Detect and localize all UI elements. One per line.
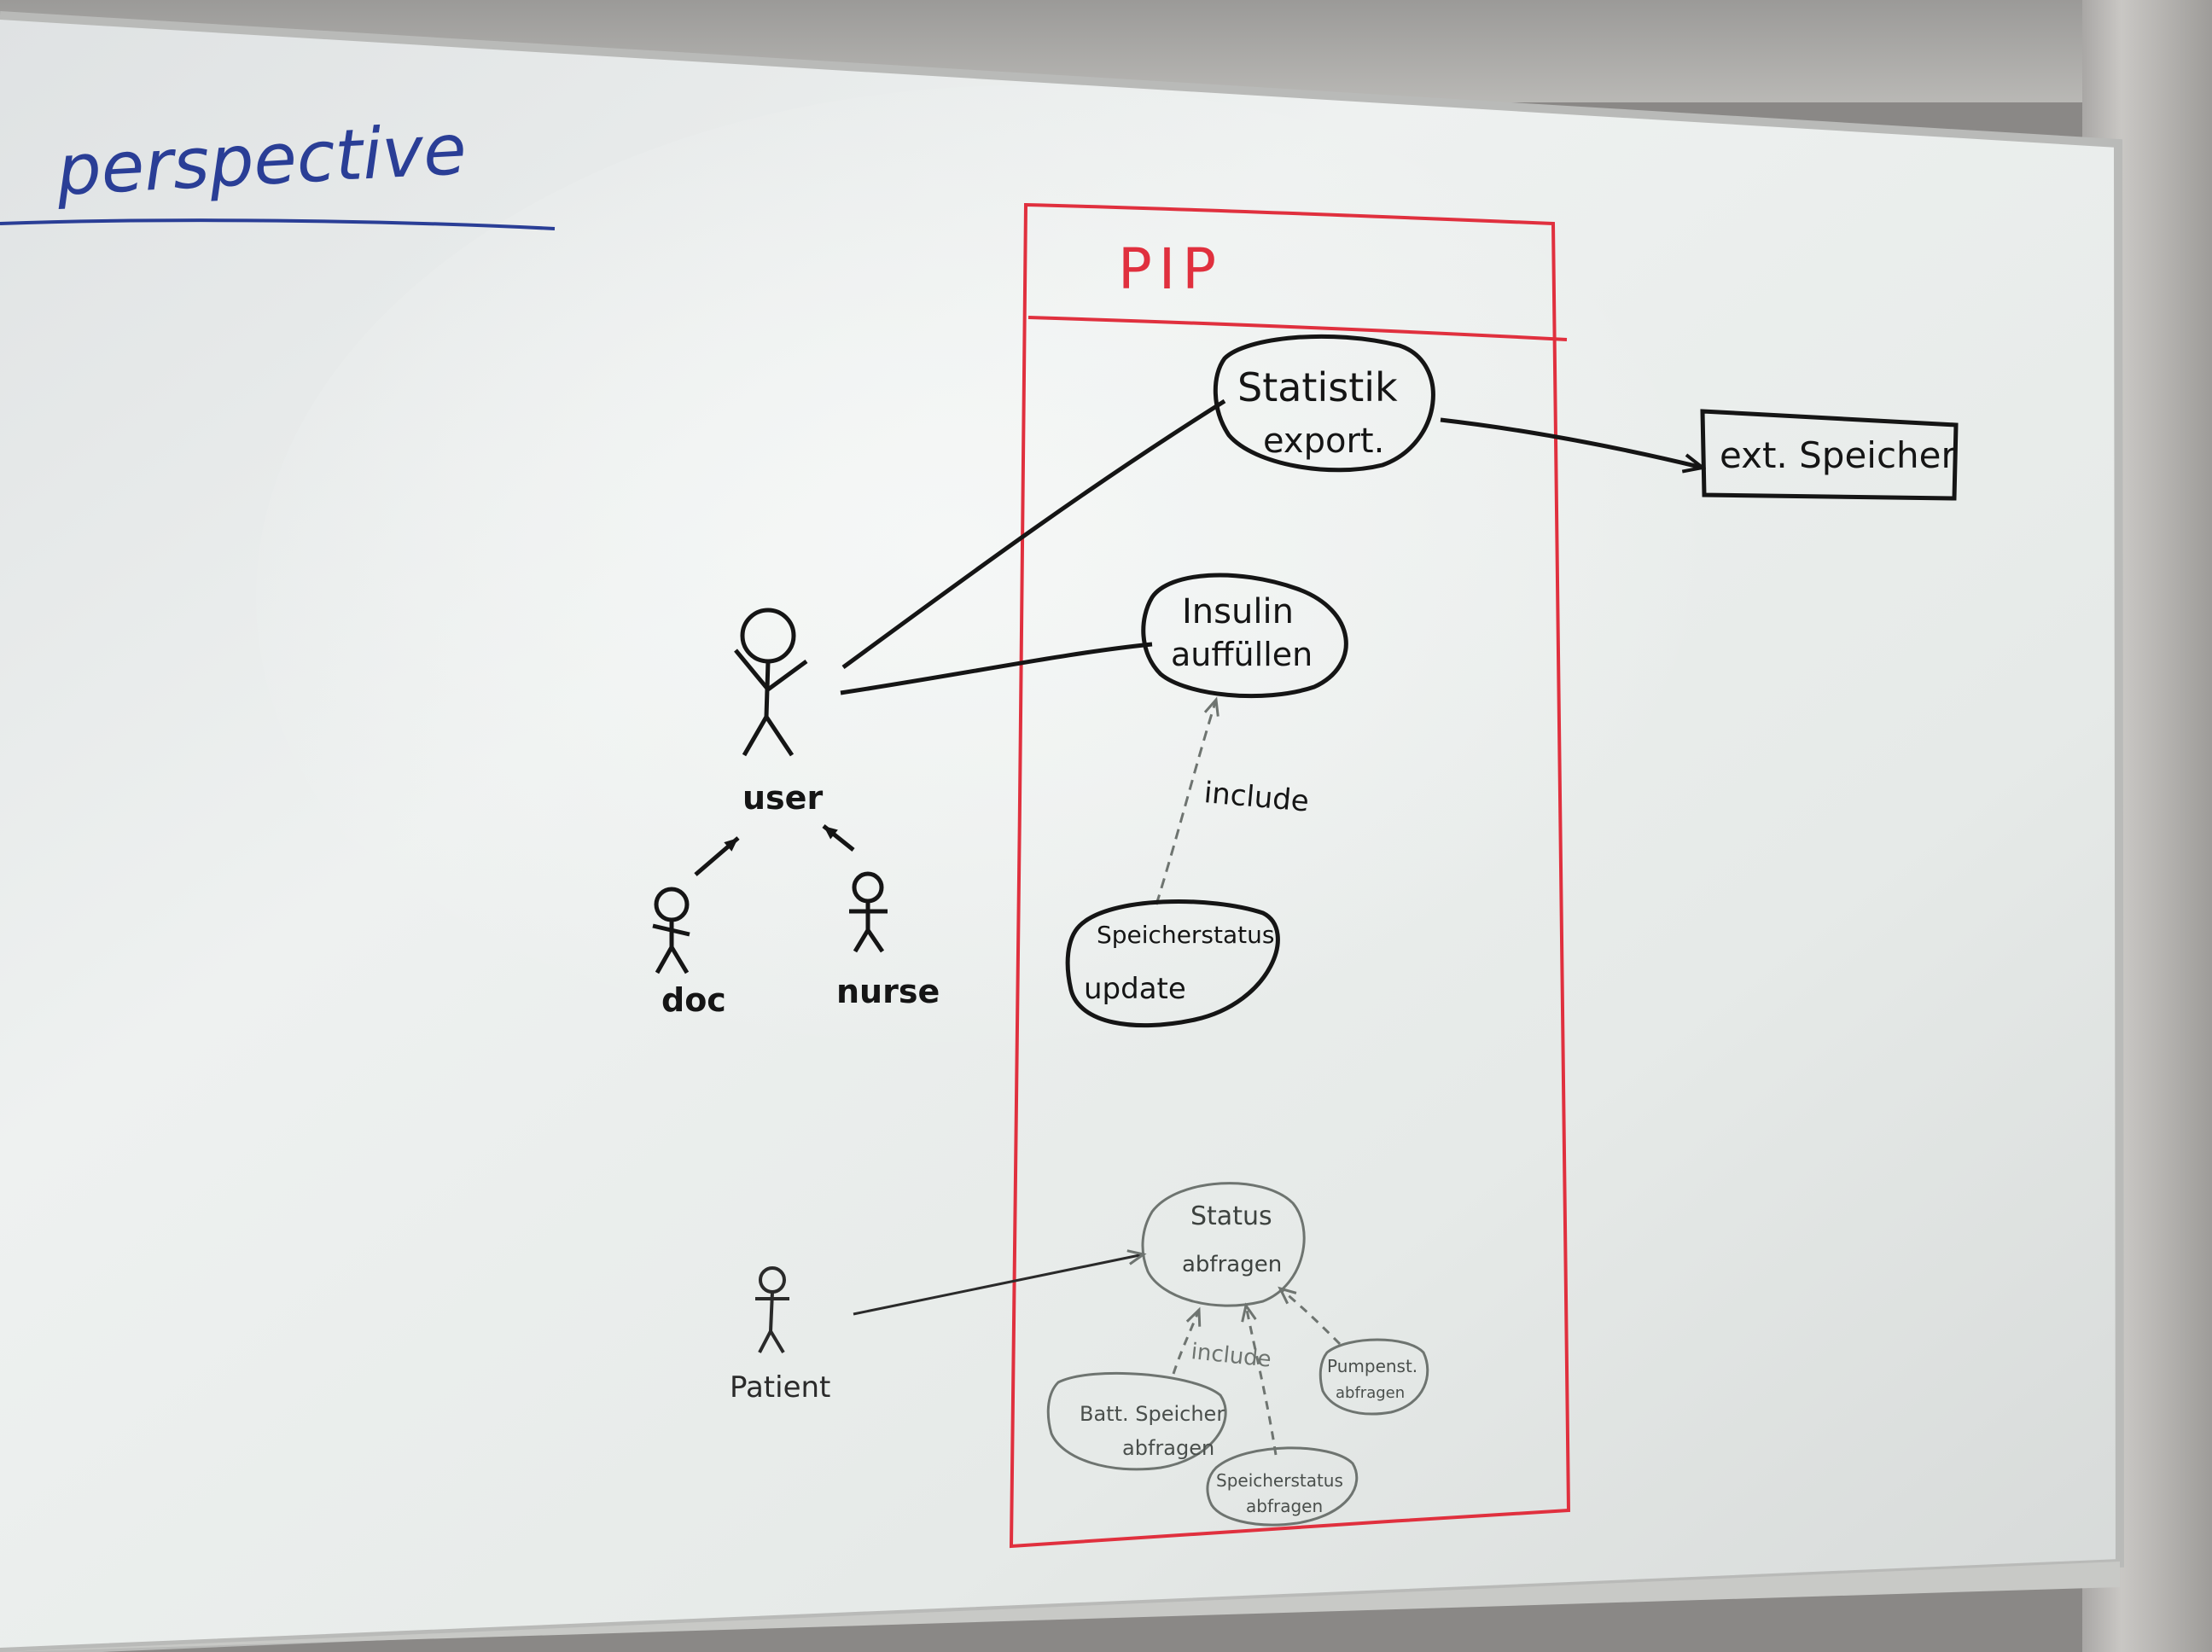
generalization-doc-user [694,836,740,876]
usecase-batt-line2: abfragen [1122,1436,1214,1460]
include-batt-status [1172,1306,1202,1375]
whiteboard-tray [0,1562,2120,1652]
usecase-status-abfragen: Status abfragen [1141,1182,1306,1307]
actor-user [734,608,808,757]
usecase-insulin-auffuellen: Insulin auffüllen [1141,573,1348,699]
usecase-statistik-line1: Statistik [1237,364,1398,410]
actor-user-arm-left [734,649,770,691]
generalization-nurse-user [822,824,855,852]
actor-nurse-label: nurse [836,973,940,1010]
association-user-insulin [840,642,1153,695]
association-statistik-ext-speicher [1440,417,1703,468]
actor-patient-label: Patient [730,1370,830,1405]
usecase-batt-line1: Batt. Speicher [1080,1402,1225,1426]
actor-user-leg-left [742,715,769,757]
usecase-speicherstatus-update: Speicherstatus update [1065,899,1280,1028]
usecase-statistik-export: Statistik export. [1213,334,1435,473]
actor-user-arm-right [766,659,808,692]
usecase-speicherstatus-abfragen-line2: abfragen [1246,1496,1323,1516]
usecase-status-line2: abfragen [1182,1252,1282,1277]
actor-patient [755,1266,789,1354]
actor-doc [652,887,690,974]
usecase-speicherstatus-abfragen: Speicherstatus abfragen [1206,1446,1359,1527]
include-speicherstatus-insulin [1155,696,1220,905]
usecase-insulin-line1: Insulin [1182,592,1294,631]
actor-nurse [849,871,888,953]
usecase-speicherstatus-update-line1: Speicherstatus [1097,921,1274,949]
system-label-pip: PIP [1118,236,1223,302]
actor-doc-label: doc [661,981,726,1019]
usecase-pumpenst-abfragen: Pumpenst. abfragen [1318,1338,1429,1416]
usecase-speicherstatus-update-line2: update [1084,972,1186,1006]
usecase-speicherstatus-abfragen-line1: Speicherstatus [1216,1470,1343,1491]
usecase-status-line1: Status [1190,1201,1272,1231]
usecase-insulin-line2: auffüllen [1171,636,1313,673]
usecase-pumpenst-line1: Pumpenst. [1327,1356,1417,1376]
actor-user-leg-right [764,715,795,757]
include-speicherstatus-status [1241,1302,1278,1456]
actor-user-label: user [742,779,823,817]
usecase-pumpenst-line2: abfragen [1336,1384,1405,1402]
external-system-ext-speicher: ext. Speicher [1700,409,1959,501]
include-pumpenst-status [1278,1286,1342,1346]
usecase-statistik-line2: export. [1263,422,1384,461]
external-system-label: ext. Speicher [1720,434,1957,476]
usecase-batt-speicher-abfragen: Batt. Speicher abfragen [1046,1371,1227,1471]
system-boundary-header-line [1027,316,1568,341]
heading-underline [0,218,556,230]
association-patient-status [853,1249,1147,1316]
association-user-statistik [841,398,1226,670]
light-glare [256,85,1792,1109]
system-boundary-pip [1009,202,1571,1549]
